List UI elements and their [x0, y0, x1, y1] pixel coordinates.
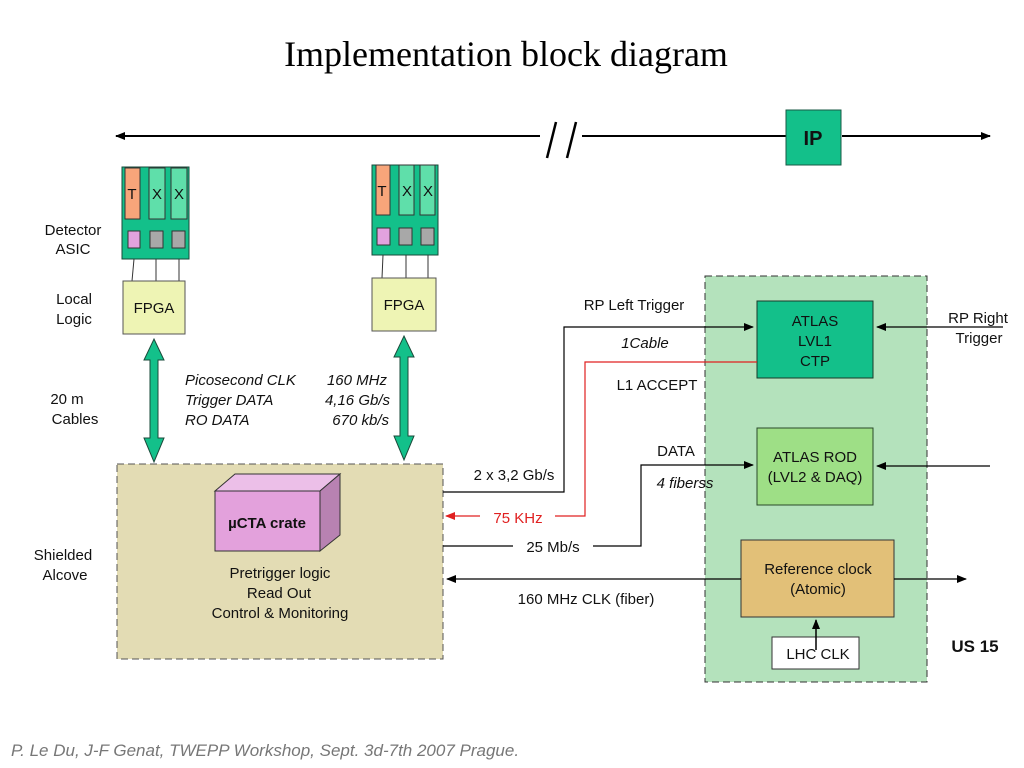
label-detector: Detector — [45, 222, 102, 239]
spec-name: RO DATA — [185, 412, 249, 429]
detector-asic-1: T X X — [121, 166, 190, 282]
four-fibers-label: 4 fiberss — [657, 475, 714, 492]
asic-pad — [420, 227, 435, 246]
crate-top — [213, 473, 342, 492]
asic-channel-x — [170, 167, 188, 220]
detector-asic-2: T X X — [371, 164, 439, 279]
refclk-label: (Atomic) — [790, 581, 846, 598]
data-rate-label: 25 Mb/s — [526, 539, 579, 556]
accept-rate-label: 75 KHz — [493, 510, 542, 527]
cable-arrow-1 — [143, 337, 165, 464]
fpga-1 — [122, 280, 186, 335]
trigger-rate-label: 2 x 3,2 Gb/s — [474, 467, 555, 484]
asic-pad — [149, 230, 164, 249]
data-label: DATA — [657, 443, 695, 460]
atlas-rod-box — [756, 427, 874, 506]
refclk-label: Reference clock — [764, 561, 872, 578]
label-local: Local — [56, 291, 92, 308]
asic-wire — [131, 258, 135, 282]
fpga-2 — [371, 277, 437, 332]
alcove-function: Read Out — [247, 585, 312, 602]
fpga-1-label: FPGA — [134, 300, 175, 317]
lhc-clk-label: LHC CLK — [786, 646, 849, 663]
beamline: IP — [115, 109, 991, 166]
one-cable-label: 1Cable — [621, 335, 669, 352]
channel-label: T — [127, 186, 136, 203]
l1-accept-label: L1 ACCEPT — [617, 377, 698, 394]
footer-citation: P. Le Du, J-F Genat, TWEPP Workshop, Sep… — [11, 741, 519, 760]
spec-name: Picosecond CLK — [185, 372, 297, 389]
label-shielded: Shielded — [34, 547, 92, 564]
ctp-label: LVL1 — [798, 333, 832, 350]
asic-pad — [127, 230, 141, 249]
data-line — [593, 461, 754, 547]
break-mark-1 — [545, 121, 558, 159]
left-labels: Detector ASIC Local Logic 20 m Cables Sh… — [34, 222, 102, 584]
rp-left-trigger-label: RP Left Trigger — [584, 297, 685, 314]
atlas-lvl1-ctp-box — [756, 300, 874, 379]
l1-accept-line — [555, 361, 757, 517]
label-20m: 20 m — [50, 391, 83, 408]
break-mark-2 — [565, 121, 578, 159]
rp-right-label: RP Right — [948, 310, 1009, 327]
asic-pad — [398, 227, 413, 246]
channel-label: X — [152, 186, 162, 203]
asic-pad — [376, 227, 391, 246]
asic-channel-x — [419, 164, 436, 216]
crate-front — [214, 490, 321, 552]
ctp-label: ATLAS — [792, 313, 838, 330]
crate-label: µCTA crate — [228, 515, 306, 532]
rp-left-trigger-line — [443, 323, 754, 493]
ucta-crate: µCTA crate — [213, 472, 342, 553]
asic-channel-t — [375, 164, 391, 216]
ip-label: IP — [804, 128, 823, 150]
asic-channel-x — [398, 164, 415, 216]
spec-value: 160 MHz — [327, 372, 388, 389]
label-alcove: Alcove — [42, 567, 87, 584]
spec-name: Trigger DATA — [185, 392, 273, 409]
label-logic: Logic — [56, 311, 92, 328]
alcove-function: Control & Monitoring — [212, 605, 349, 622]
label-cables: Cables — [52, 411, 99, 428]
spec-value: 4,16 Gb/s — [325, 392, 391, 409]
clk-fiber-label: 160 MHz CLK (fiber) — [518, 591, 655, 608]
cable-specs: Picosecond CLK 160 MHz Trigger DATA 4,16… — [185, 372, 390, 429]
channel-label: T — [377, 183, 386, 200]
asic-channel-t — [124, 167, 141, 220]
asic-pad — [171, 230, 186, 249]
rod-label: ATLAS ROD — [773, 449, 857, 466]
alcove-function: Pretrigger logic — [230, 565, 331, 582]
rod-label: (LVL2 & DAQ) — [768, 469, 863, 486]
page-title: Implementation block diagram — [284, 34, 728, 74]
channel-label: X — [402, 183, 412, 200]
us15-label: US 15 — [951, 637, 998, 656]
channel-label: X — [174, 186, 184, 203]
label-asic: ASIC — [55, 241, 90, 258]
fpga-2-label: FPGA — [384, 297, 425, 314]
asic-channel-x — [148, 167, 166, 220]
cable-arrow-2 — [393, 334, 415, 462]
channel-label: X — [423, 183, 433, 200]
spec-value: 670 kb/s — [332, 412, 389, 429]
reference-clock-box — [740, 539, 895, 618]
ctp-label: CTP — [800, 353, 830, 370]
asic-wire — [381, 254, 384, 279]
rp-right-label: Trigger — [956, 330, 1003, 347]
ip-box — [785, 109, 842, 166]
